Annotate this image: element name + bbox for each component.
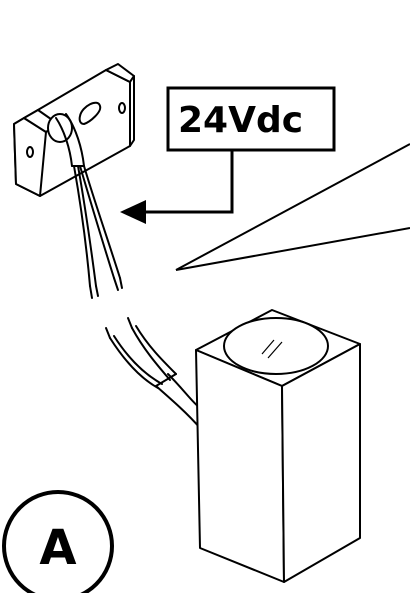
step-badge-letter: A xyxy=(39,520,76,576)
fixture-cable xyxy=(105,317,201,429)
light-fixture-icon xyxy=(195,309,361,583)
arrow-left-icon xyxy=(120,200,146,224)
voltage-label-box xyxy=(166,86,336,152)
voltage-callout: 24Vdc xyxy=(120,86,336,224)
zoom-wedge xyxy=(175,143,410,271)
step-badge-circle xyxy=(2,490,114,593)
step-badge: A xyxy=(2,490,114,593)
fixture-lens xyxy=(223,317,329,375)
voltage-label: 24Vdc xyxy=(178,100,303,141)
arrow-line xyxy=(146,150,234,214)
bracket-cable xyxy=(55,113,123,299)
mounting-bracket-icon xyxy=(13,63,135,197)
